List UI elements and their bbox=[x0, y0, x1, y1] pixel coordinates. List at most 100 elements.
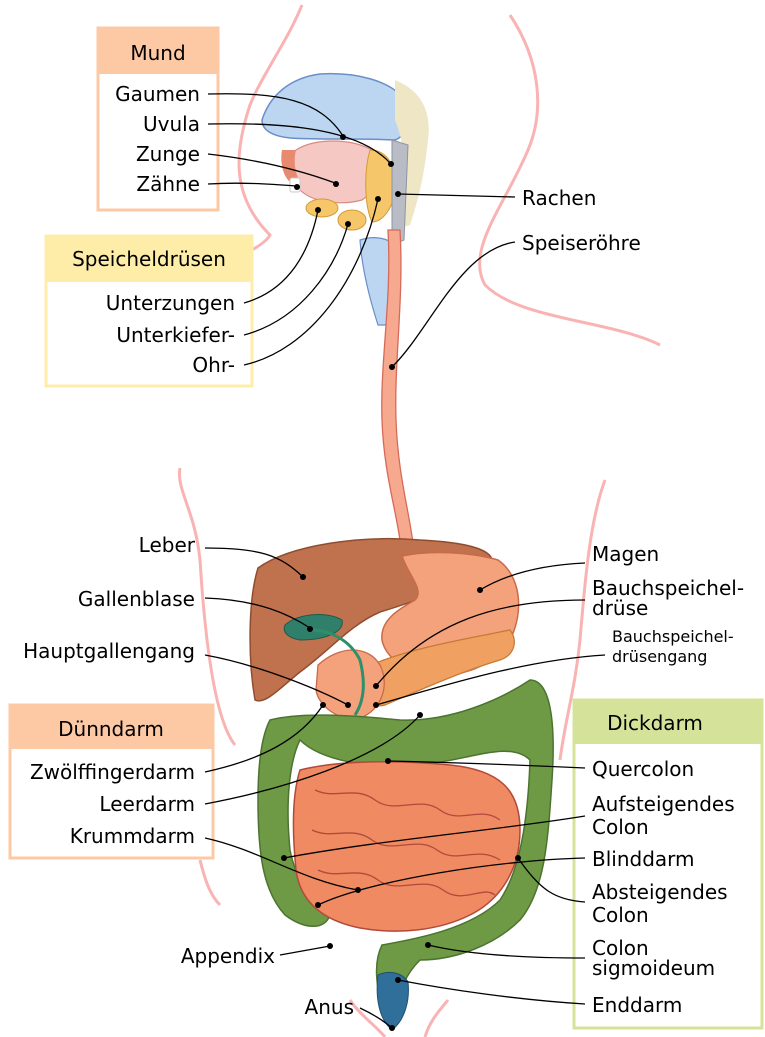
leader-leerdarm bbox=[204, 714, 421, 805]
dot-krummdarm bbox=[355, 887, 361, 893]
leader-rachen bbox=[397, 193, 516, 198]
label-enddarm: Enddarm bbox=[592, 993, 682, 1017]
leader-appendix bbox=[279, 945, 331, 956]
small-intestine bbox=[292, 760, 521, 932]
leader-blinddarm bbox=[317, 857, 586, 906]
dot-magen bbox=[477, 587, 483, 593]
label-absteigendes: Absteigendes bbox=[592, 880, 728, 904]
dot-colon-sigmoideum bbox=[425, 942, 431, 948]
group-mund-header bbox=[98, 28, 218, 74]
leader-absteigendes-colon bbox=[517, 857, 586, 903]
group-speichel-title: Speicheldrüsen bbox=[72, 247, 226, 271]
small-intestine-loops bbox=[311, 789, 501, 897]
label-bauchspeicheldruese-1: Bauchspeichel- bbox=[592, 576, 744, 600]
group-dickdarm-title: Dickdarm bbox=[607, 711, 703, 735]
dot-aufsteigendes-colon bbox=[281, 855, 287, 861]
label-bauchspeicheldruesengang-1: Bauchspeichel- bbox=[612, 627, 734, 646]
dot-unterzungen bbox=[315, 207, 321, 213]
dot-hauptgallengang bbox=[345, 702, 351, 708]
label-leber: Leber bbox=[139, 533, 196, 557]
bile-duct bbox=[309, 628, 365, 716]
leader-quercolon bbox=[387, 760, 586, 769]
label-zunge: Zunge bbox=[136, 142, 200, 166]
dot-leber bbox=[300, 574, 306, 580]
leader-zunge bbox=[207, 153, 336, 184]
label-unterkiefer: Unterkiefer- bbox=[116, 323, 235, 347]
label-krummdarm: Krummdarm bbox=[70, 824, 195, 848]
dot-uvula bbox=[388, 161, 394, 167]
group-mund-title: Mund bbox=[130, 41, 185, 65]
group-dickdarm-header bbox=[574, 700, 762, 744]
leader-gallenblase bbox=[204, 597, 311, 629]
group-duenndarm-title: Dünndarm bbox=[58, 717, 164, 741]
duodenum bbox=[315, 649, 385, 720]
leader-bauchspeicheldruesengang bbox=[375, 654, 606, 706]
label-aufsteigendes: Aufsteigendes bbox=[592, 792, 735, 816]
label-speiseroehre: Speiseröhre bbox=[522, 231, 641, 255]
dot-zwoelffingerdarm bbox=[320, 702, 326, 708]
label-uvula: Uvula bbox=[143, 112, 200, 136]
head-organs bbox=[261, 72, 429, 326]
leader-magen bbox=[479, 562, 586, 591]
label-gallenblase: Gallenblase bbox=[78, 587, 195, 611]
leader-uvula bbox=[207, 123, 391, 164]
group-dickdarm: Dickdarm Quercolon Aufsteigendes Colon B… bbox=[572, 698, 764, 1030]
dot-enddarm bbox=[395, 977, 401, 983]
leader-zaehne bbox=[207, 182, 297, 187]
label-rachen: Rachen bbox=[522, 186, 596, 210]
label-unterzungen: Unterzungen bbox=[106, 291, 235, 315]
label-leerdarm: Leerdarm bbox=[99, 792, 195, 816]
leader-colon-sigmoideum bbox=[427, 944, 586, 959]
label-bauchspeicheldruesengang-2: drüsengang bbox=[612, 647, 707, 666]
leader-aufsteigendes-colon bbox=[283, 815, 586, 859]
dot-ohr bbox=[375, 196, 381, 202]
label-colon-sigmoideum-1: Colon bbox=[592, 936, 649, 960]
dot-appendix bbox=[327, 943, 333, 949]
label-hauptgallengang: Hauptgallengang bbox=[23, 639, 195, 663]
label-magen: Magen bbox=[592, 542, 659, 566]
group-dickdarm-box bbox=[572, 698, 764, 1030]
dot-gaumen bbox=[340, 134, 346, 140]
label-zaehne: Zähne bbox=[136, 172, 200, 196]
dot-zaehne bbox=[294, 184, 300, 190]
dot-anus bbox=[389, 1025, 395, 1031]
leader-krummdarm bbox=[204, 837, 359, 891]
dot-quercolon bbox=[385, 758, 391, 764]
salivary-gland-sublingual bbox=[305, 198, 339, 218]
label-quercolon: Quercolon bbox=[592, 757, 694, 781]
leader-unterzungen bbox=[243, 209, 319, 304]
leader-unterkiefer bbox=[243, 223, 349, 336]
label-gaumen: Gaumen bbox=[115, 82, 200, 106]
label-ohr: Ohr- bbox=[192, 353, 235, 377]
dot-rachen bbox=[395, 191, 401, 197]
group-duenndarm: Dünndarm Zwölffingerdarm Leerdarm Krummd… bbox=[8, 703, 215, 860]
dot-unterkiefer bbox=[345, 221, 351, 227]
group-mund: Mund Gaumen Uvula Zunge Zähne bbox=[96, 26, 220, 212]
label-appendix: Appendix bbox=[181, 944, 275, 968]
label-aufsteigendes-colon: Colon bbox=[592, 815, 649, 839]
nasal-palate bbox=[261, 72, 410, 141]
leader-leber bbox=[204, 547, 304, 578]
leader-speiseroehre bbox=[391, 241, 516, 368]
group-speichel: Speicheldrüsen Unterzungen Unterkiefer- … bbox=[44, 234, 254, 388]
dot-zunge bbox=[333, 181, 339, 187]
leader-gaumen bbox=[207, 93, 344, 137]
salivary-gland-submandibular bbox=[337, 209, 367, 231]
group-duenndarm-header bbox=[10, 705, 213, 749]
leader-ohr bbox=[243, 198, 379, 366]
dot-gallenblase bbox=[307, 626, 313, 632]
label-colon-sigmoideum-2: sigmoideum bbox=[592, 956, 715, 980]
leader-bauchspeicheldruese bbox=[375, 599, 586, 687]
label-zwoelffingerdarm: Zwölffingerdarm bbox=[30, 760, 195, 784]
upper-lip bbox=[281, 150, 298, 182]
rectum bbox=[376, 971, 409, 1031]
leader-hauptgallengang bbox=[204, 654, 349, 706]
dot-absteigendes-colon bbox=[515, 855, 521, 861]
dot-blinddarm bbox=[315, 902, 321, 908]
group-speichel-header bbox=[46, 236, 252, 282]
salivary-gland-parotid bbox=[365, 149, 397, 223]
leader-enddarm bbox=[397, 979, 586, 1005]
leader-dots bbox=[281, 134, 521, 1031]
label-absteigendes-colon: Colon bbox=[592, 903, 649, 927]
